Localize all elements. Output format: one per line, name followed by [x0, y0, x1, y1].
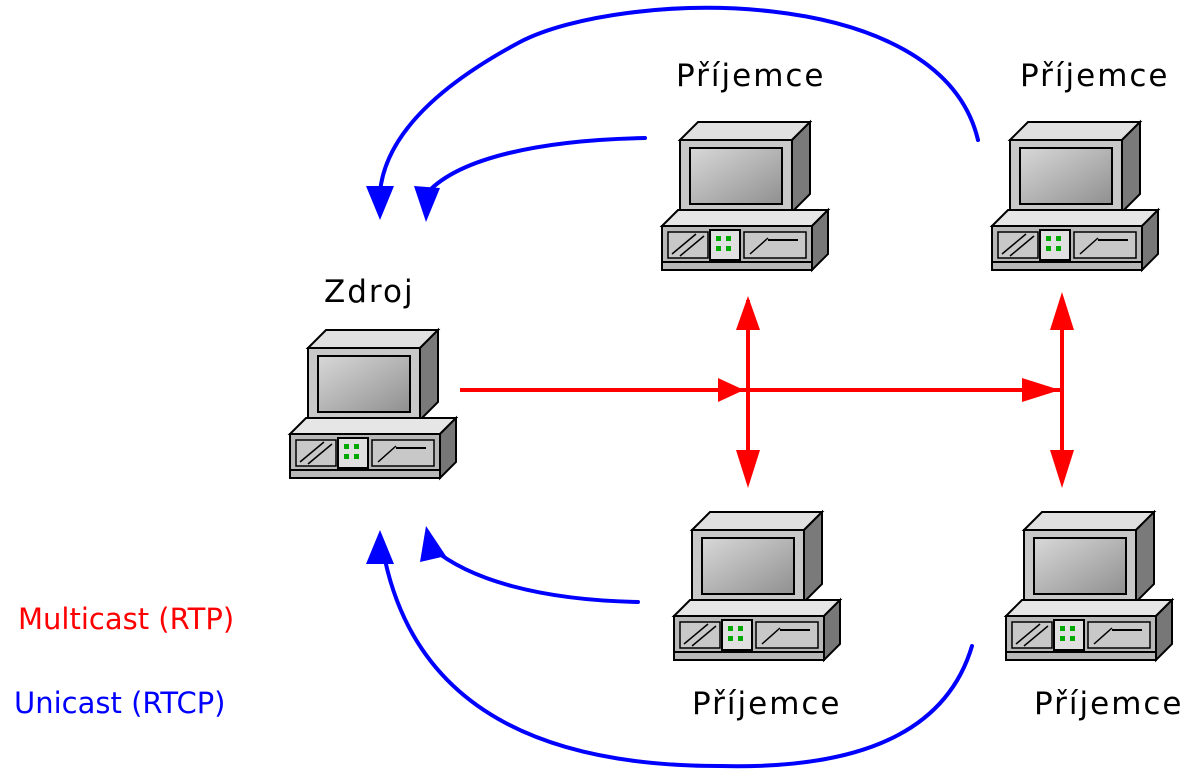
arrowhead-up-right [1050, 292, 1074, 330]
arrowhead-down-right [1050, 450, 1074, 488]
multicast-arrowheads [718, 292, 1074, 488]
receiver-bottom-right-computer-icon [1004, 510, 1174, 662]
receiver-top-left-computer-icon [660, 120, 830, 272]
source-computer-icon [288, 328, 458, 480]
arrowhead-up-left [736, 296, 760, 330]
receiver-top-right-computer-icon [990, 120, 1160, 272]
receiver-label-bottom-left: Příjemce [692, 686, 842, 722]
unicast-curve-bottom-inner [430, 546, 640, 604]
arrowhead-up-1 [366, 530, 394, 564]
unicast-curve-top-outer [378, 5, 980, 194]
unicast-curves [378, 5, 980, 769]
unicast-curve-bottom-outer [383, 558, 974, 769]
arrowhead-down-2 [414, 186, 440, 222]
legend-unicast: Unicast (RTCP) [14, 686, 226, 720]
arrowhead-up-2 [420, 526, 446, 562]
arrowhead-down-left [736, 450, 760, 488]
arrowhead-right-2 [1022, 378, 1060, 402]
unicast-arrowheads [366, 186, 446, 564]
source-label: Zdroj [324, 274, 415, 310]
arrowhead-down-1 [366, 186, 394, 220]
receiver-bottom-left-computer-icon [672, 510, 842, 662]
receiver-label-bottom-right: Příjemce [1034, 686, 1184, 722]
receiver-label-top-right: Příjemce [1020, 58, 1170, 94]
multicast-lines [460, 300, 1064, 480]
unicast-curve-top-inner [426, 136, 647, 194]
legend-multicast: Multicast (RTP) [18, 602, 235, 636]
arrowhead-right-1 [718, 378, 744, 402]
receiver-label-top-left: Příjemce [676, 58, 826, 94]
